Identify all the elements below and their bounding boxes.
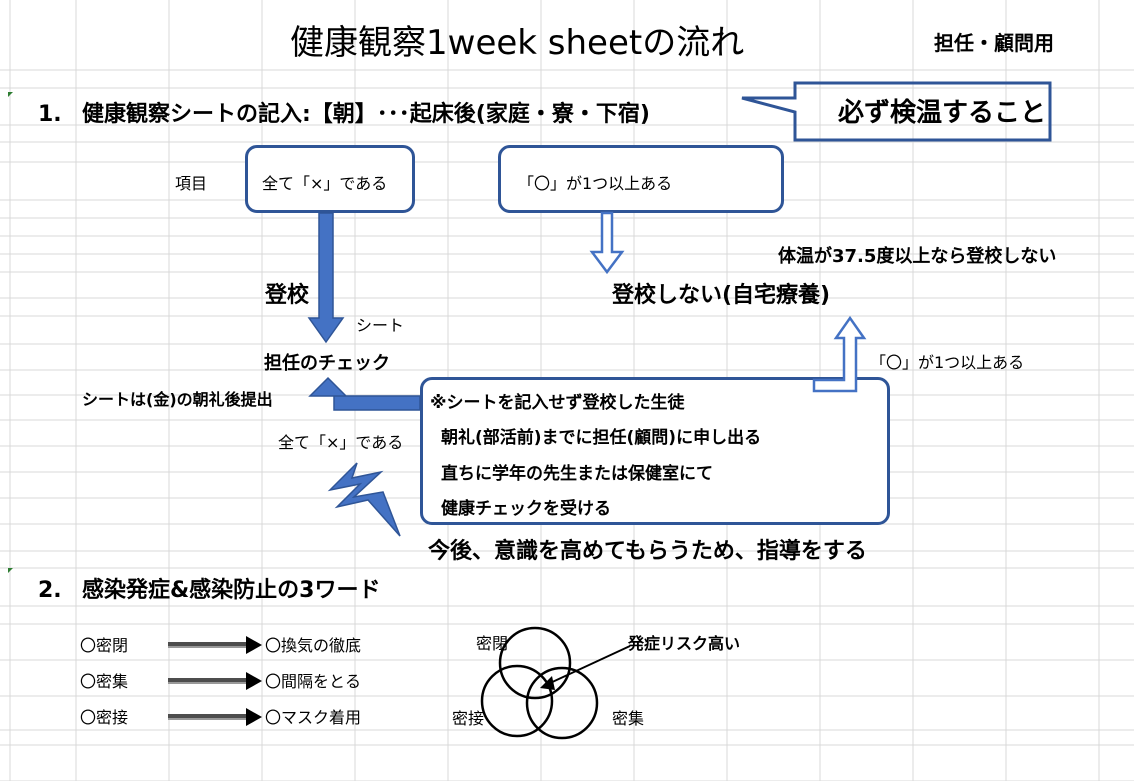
sheet-submission-note: シートは(金)の朝礼後提出 xyxy=(82,390,273,409)
risk-contact: 〇密接 xyxy=(80,708,129,727)
no-sheet-notice-box xyxy=(420,377,890,525)
risk-closed: 〇密閉 xyxy=(80,636,129,655)
any-o-label: 「〇」が1つ以上ある xyxy=(518,174,673,193)
notice-line-3: 直ちに学年の先生または保健室にて xyxy=(441,464,713,484)
venn-label-crowded: 密集 xyxy=(612,709,645,728)
prevention-distance: 〇間隔をとる xyxy=(265,672,362,691)
section1-heading: 健康観察シートの記入:【朝】･･･起床後(家庭・寮・下宿) xyxy=(82,102,650,127)
section1-number: 1. xyxy=(38,102,62,127)
notice-line-1: ※シートを記入せず登校した生徒 xyxy=(430,393,685,413)
item-label: 項目 xyxy=(175,174,208,193)
page-title: 健康観察1week sheetの流れ xyxy=(290,23,745,63)
risk-crowded: 〇密集 xyxy=(80,672,129,691)
audience-label: 担任・顧問用 xyxy=(934,31,1054,55)
fever-rule: 体温が37.5度以上なら登校しない xyxy=(778,246,1057,267)
venn-label-contact: 密接 xyxy=(452,709,485,728)
prevention-ventilation: 〇換気の徹底 xyxy=(265,636,362,655)
sheet-label: シート xyxy=(356,316,405,335)
all-x-label: 全て「×」である xyxy=(262,174,388,193)
any-o-box xyxy=(498,145,784,213)
homeroom-check-label: 担任のチェック xyxy=(264,353,390,374)
all-x-box xyxy=(245,145,415,213)
venn-risk-label: 発症リスク高い xyxy=(628,634,741,653)
section2-number: 2. xyxy=(38,578,62,603)
stay-home-label: 登校しない(自宅療養) xyxy=(612,283,831,308)
any-o-again-label: 「〇」が1つ以上ある xyxy=(870,353,1025,372)
notice-line-4: 健康チェックを受ける xyxy=(441,499,611,519)
venn-label-closed: 密閉 xyxy=(476,634,509,653)
notice-line-2: 朝礼(部活前)までに担任(顧問)に申し出る xyxy=(441,428,762,448)
guidance-note: 今後、意識を高めてもらうため、指導をする xyxy=(428,539,867,564)
prevention-mask: 〇マスク着用 xyxy=(265,708,362,727)
go-to-school-label: 登校 xyxy=(265,283,310,308)
all-x-again-label: 全て「×」である xyxy=(278,433,404,452)
callout-check-temperature: 必ず検温すること xyxy=(838,98,1047,128)
section2-heading: 感染発症&感染防止の3ワード xyxy=(82,578,381,603)
